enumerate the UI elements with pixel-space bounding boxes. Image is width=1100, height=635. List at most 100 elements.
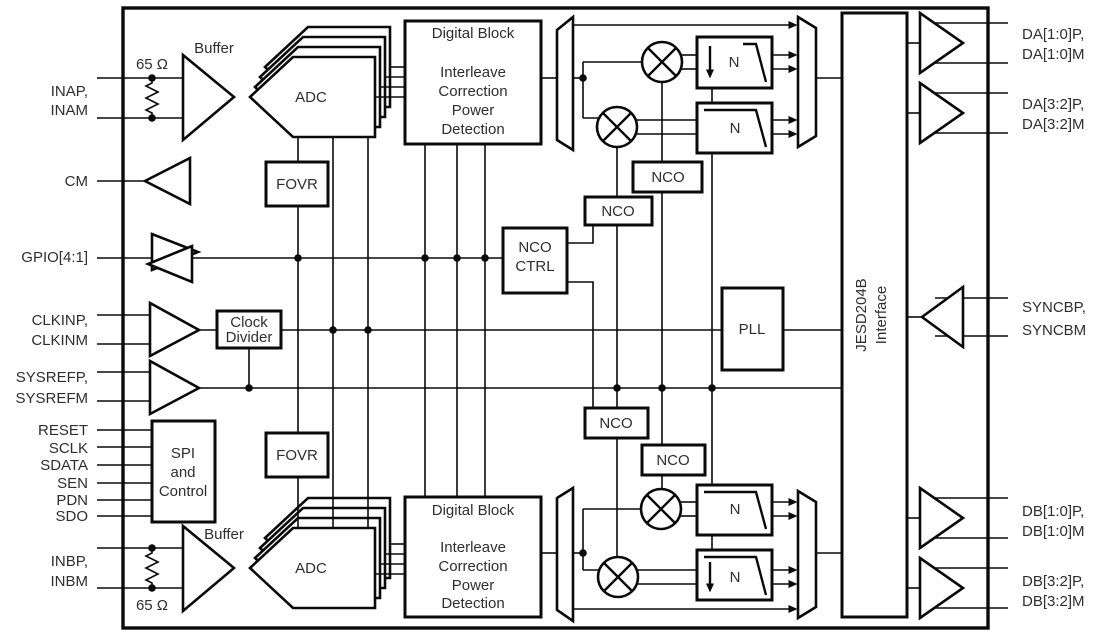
fovr-a-block — [264, 160, 330, 208]
gpio-bidir-buffer — [144, 232, 202, 284]
nco-ctrl-line1: NCO — [518, 239, 551, 256]
lowpass-response-icon — [743, 42, 768, 83]
nco-a1-label: NCO — [651, 169, 684, 186]
lowpass-response-icon — [704, 555, 768, 596]
decimation-filter-b1 — [695, 483, 774, 537]
dec-a2-label: N — [730, 120, 741, 137]
jesd-label-line1: JESD204B — [853, 278, 870, 351]
spi-line3: Control — [159, 483, 207, 500]
mixer-a2 — [595, 105, 639, 149]
pin-label-pdn: PDN — [56, 492, 88, 509]
spi-line1: SPI — [171, 445, 195, 462]
adc-b-label: ADC — [295, 560, 327, 577]
fovr-b-label: FOVR — [276, 447, 318, 464]
dec-a1-label: N — [729, 54, 740, 71]
fovr-a-label: FOVR — [276, 176, 318, 193]
buffer-a-label: Buffer — [194, 40, 234, 57]
pin-label-sdata: SDATA — [40, 457, 88, 474]
pin-label-gpio: GPIO[4:1] — [21, 249, 88, 266]
demux-b — [555, 485, 575, 624]
adc-a-label: ADC — [295, 89, 327, 106]
lowpass-response-icon — [704, 108, 768, 148]
pin-label-syncbp: SYNCBP, — [1022, 299, 1086, 316]
digital-block-a — [403, 19, 543, 146]
mixer-a1 — [640, 40, 684, 84]
digital-b-title: Digital Block — [432, 502, 515, 519]
dec-b1-label: N — [730, 501, 741, 518]
spi-line2: and — [170, 464, 195, 481]
pin-label-sysrefm: SYSREFM — [15, 390, 88, 407]
pin-label-sen: SEN — [57, 475, 88, 492]
pll-label: PLL — [739, 321, 766, 338]
jesd-label-line2: Interface — [873, 286, 890, 344]
nco-b2-label: NCO — [656, 452, 689, 469]
pin-label-db10m: DB[1:0]M — [1022, 523, 1085, 540]
pin-label-sysrefp: SYSREFP, — [16, 369, 88, 386]
mux-b — [796, 488, 818, 621]
mixer-b2 — [596, 555, 640, 599]
nco-b2-block — [640, 443, 707, 477]
pll-block — [720, 286, 785, 372]
termination-b-label: 65 Ω — [136, 597, 168, 614]
digital-a-line4: Detection — [441, 121, 504, 138]
clock-divider-line2: Divider — [226, 329, 273, 346]
pin-label-sdo: SDO — [55, 508, 88, 525]
nco-b1-block — [583, 406, 650, 440]
sysref-buffer — [148, 358, 202, 417]
lowpass-response-icon — [704, 490, 768, 530]
demux-a — [555, 14, 575, 153]
pin-label-reset: RESET — [38, 422, 88, 439]
digital-a-line1: Interleave — [440, 64, 506, 81]
mux-a — [796, 14, 818, 150]
pin-label-db10p: DB[1:0]P, — [1022, 503, 1084, 520]
pin-label-cm: CM — [65, 173, 88, 190]
pin-label-da10p: DA[1:0]P, — [1022, 26, 1084, 43]
pin-label-clkinm: CLKINM — [31, 332, 88, 349]
digital-a-line3: Power — [452, 102, 495, 119]
junction-dots — [148, 74, 716, 592]
decimation-filter-a1 — [695, 35, 774, 90]
adc-b-stack — [248, 496, 392, 610]
digital-b-line1: Interleave — [440, 539, 506, 556]
syncb-input-buffer — [919, 284, 965, 350]
output-buffer-da32 — [918, 80, 966, 146]
nco-a1-block — [631, 160, 704, 194]
resistor-a — [144, 78, 160, 118]
clkin-buffer — [148, 300, 202, 359]
output-buffer-db10 — [918, 485, 966, 551]
resistor-b — [144, 548, 160, 588]
clock-divider-line1: Clock — [230, 314, 268, 331]
digital-a-line2: Correction — [438, 83, 507, 100]
termination-a-label: 65 Ω — [136, 56, 168, 73]
decimation-filter-b2 — [695, 548, 774, 602]
output-buffer-da10 — [918, 10, 966, 76]
digital-block-b — [403, 495, 543, 619]
nco-a2-label: NCO — [601, 203, 634, 220]
adc-a-stack — [248, 25, 392, 139]
output-buffer-db32 — [918, 555, 966, 621]
fovr-b-block — [264, 431, 330, 479]
pin-label-db32m: DB[3:2]M — [1022, 593, 1085, 610]
spi-control-block — [150, 419, 217, 524]
nco-a2-block — [583, 195, 654, 227]
mixer-b1 — [639, 487, 683, 531]
jesd204b-block — [840, 11, 909, 619]
decimation-filter-a2 — [695, 101, 774, 155]
digital-b-line4: Detection — [441, 595, 504, 612]
input-buffer-a — [181, 52, 237, 143]
chip-outline — [121, 6, 990, 630]
pin-label-da32p: DA[3:2]P, — [1022, 96, 1084, 113]
cm-buffer — [142, 155, 192, 207]
nco-b1-label: NCO — [599, 415, 632, 432]
input-buffer-b — [181, 523, 237, 614]
dec-b2-label: N — [730, 569, 741, 586]
pin-label-inam: INAM — [51, 102, 89, 119]
clock-divider-block — [215, 309, 283, 350]
pin-label-inbm: INBM — [51, 573, 89, 590]
buffer-b-label: Buffer — [204, 526, 244, 543]
pin-label-inbp: INBP, — [51, 553, 88, 570]
pin-label-clkinp: CLKINP, — [32, 312, 88, 329]
nco-ctrl-block — [501, 226, 569, 295]
